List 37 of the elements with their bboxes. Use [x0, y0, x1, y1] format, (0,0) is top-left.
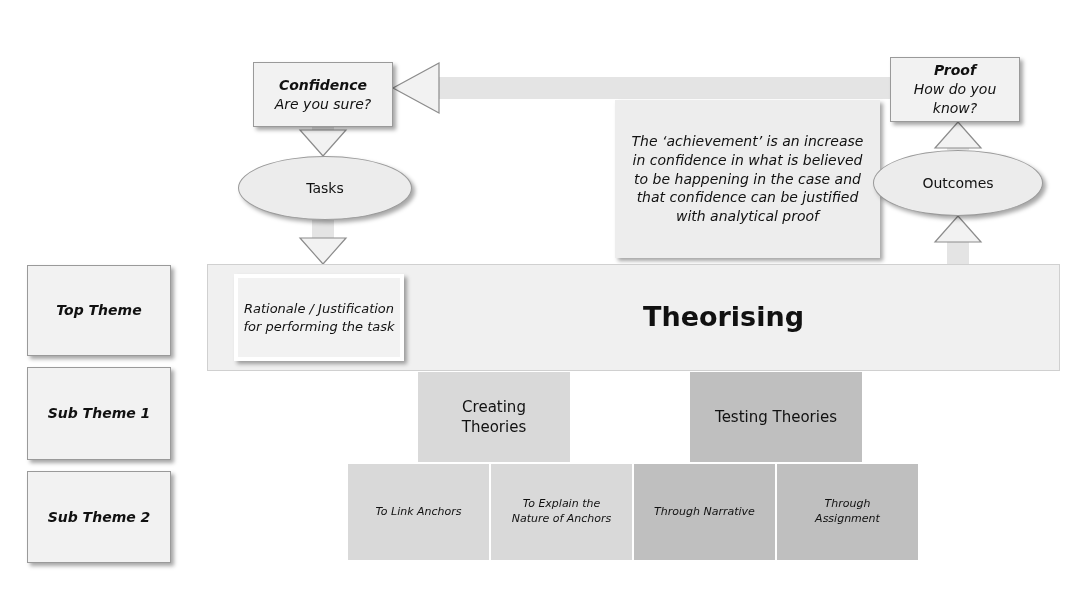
question-text: Are you sure?	[274, 94, 372, 114]
node-text: To Explain the Nature of Anchors	[510, 497, 613, 527]
node-text: Top Theme	[56, 301, 142, 320]
block-arrow	[299, 127, 347, 157]
theme-band	[207, 264, 1060, 371]
heading-text: Proof	[933, 61, 977, 81]
block-arrow	[299, 220, 347, 265]
node-text: Creating Theories	[460, 396, 528, 438]
question-box	[890, 57, 1020, 122]
node-text: Sub Theme 2	[47, 507, 151, 527]
theme-level-box	[27, 265, 171, 356]
node-text: Rationale / Justification for performing the task	[242, 299, 396, 336]
node-text: The ‘achievement’ is an increase in confidence in what is believed to be happening in the case and that confidence can be justified with analytical proof	[630, 131, 865, 227]
ellipse-node	[238, 156, 412, 220]
node-text: Through Narrative	[654, 504, 755, 520]
node-text: Sub Theme 1	[47, 404, 151, 423]
node-text: Outcomes	[922, 173, 994, 193]
question-box	[253, 62, 393, 127]
sub-theme-box	[777, 464, 918, 560]
theme-level-box	[27, 367, 171, 460]
node-text: To Link Anchors	[375, 504, 462, 520]
theme-level-box	[27, 471, 171, 563]
heading-text: Confidence	[278, 75, 368, 95]
node-text: Through Assignment	[813, 497, 881, 527]
sub-theme-box	[690, 372, 862, 462]
question-text: How do you know?	[912, 80, 998, 118]
sub-theme-box	[634, 464, 775, 560]
sub-theme-box	[491, 464, 632, 560]
sub-theme-box	[418, 372, 570, 462]
block-arrow	[392, 62, 890, 114]
note-box	[615, 100, 880, 258]
rationale-box	[234, 274, 404, 361]
ellipse-node	[873, 150, 1043, 216]
node-text: Tasks	[306, 178, 344, 198]
block-arrow	[934, 215, 982, 264]
node-text: Testing Theories	[715, 406, 837, 428]
sub-theme-box	[348, 464, 489, 560]
